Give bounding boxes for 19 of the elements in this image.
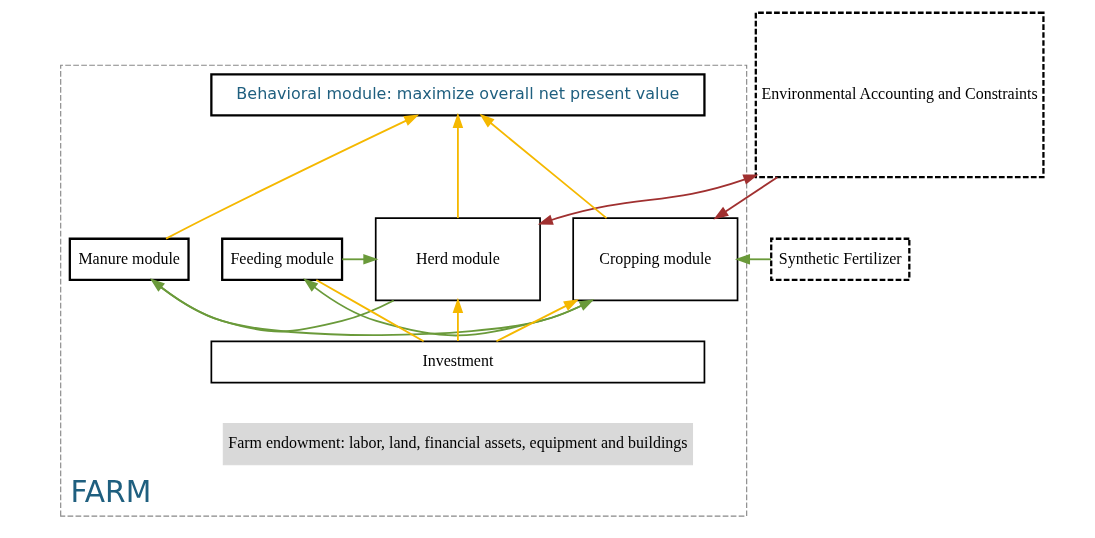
arrow bbox=[713, 176, 779, 220]
arrow bbox=[734, 254, 772, 265]
node-box: Herd module bbox=[374, 217, 541, 302]
arrow bbox=[452, 112, 464, 219]
arrow bbox=[452, 297, 464, 342]
node-box: Feeding module bbox=[221, 237, 344, 281]
node-box: Cropping module bbox=[572, 217, 739, 302]
node-box: Synthetic Fertilizer bbox=[770, 237, 911, 281]
node-box: Behavioral module: maximize overall net present value bbox=[210, 73, 706, 117]
node-box: Investment bbox=[210, 340, 706, 384]
node-box: Environmental Accounting and Constraints bbox=[754, 11, 1045, 179]
arrow bbox=[537, 174, 759, 225]
arrow bbox=[479, 113, 608, 219]
node-box: Farm endowment: labor, land, financial assets, equipment and buildings bbox=[222, 423, 694, 466]
node-box: Manure module bbox=[68, 237, 190, 281]
arrow bbox=[341, 254, 379, 265]
arrow bbox=[495, 299, 579, 343]
connector bbox=[315, 279, 425, 343]
arrow bbox=[165, 114, 420, 240]
